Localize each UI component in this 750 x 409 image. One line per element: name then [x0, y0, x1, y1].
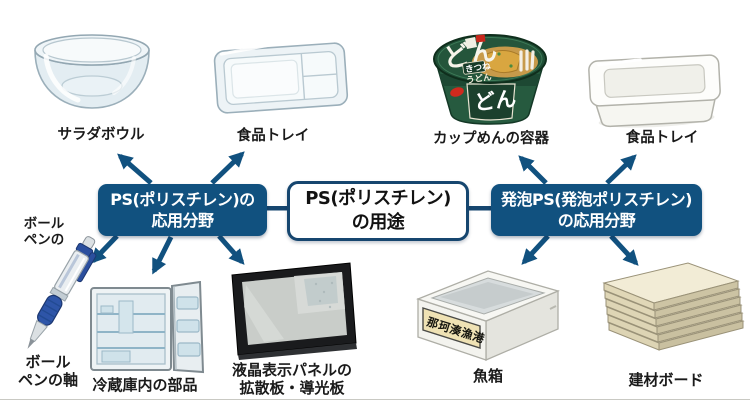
label-pen-top: ボール ペンの — [24, 216, 65, 249]
arrow-to-fish-box — [521, 234, 550, 265]
node-ps-applications-line1: PS(ポリスチレン)の — [110, 189, 255, 209]
arrow-to-fridge — [151, 235, 174, 275]
label-lcd-line1: 液晶表示パネルの — [231, 361, 353, 379]
ballpoint-pen-illustration — [27, 236, 97, 349]
label-building-board: 建材ボード — [628, 371, 704, 389]
refrigerator-illustration — [90, 281, 205, 374]
building-boards-illustration — [602, 262, 745, 351]
arrow-to-salad-bowl — [117, 153, 153, 185]
node-ps-uses-line2: の用途 — [351, 212, 405, 233]
label-pen-line2: ペンの軸 — [17, 371, 79, 390]
salad-bowl-illustration — [34, 34, 150, 109]
bottom-edge-band — [0, 399, 750, 409]
cup-flavor-text-2: うどん — [466, 72, 493, 87]
label-fish-box: 魚箱 — [472, 367, 504, 385]
fish-box-illustration: 那珂湊漁港 — [416, 270, 560, 361]
label-pen-line1: ボール — [25, 353, 71, 371]
clear-food-tray-illustration — [213, 42, 349, 114]
label-pen: ボール ペンの軸 — [18, 353, 78, 390]
cup-flavor-text-1: きつね — [465, 62, 492, 76]
arrow-to-foam-tray — [605, 154, 637, 185]
node-eps-applications: 発泡PS(発泡ポリスチレン) の応用分野 — [491, 184, 702, 236]
label-lcd-panel: 液晶表示パネルの 拡散板・導光板 — [232, 361, 352, 398]
cup-front-brand-text: どん — [473, 87, 517, 115]
node-ps-uses: PS(ポリスチレン) の用途 — [287, 181, 469, 241]
node-ps-applications-line2: 応用分野 — [151, 211, 214, 230]
label-salad-bowl: サラダボウル — [57, 127, 145, 143]
lcd-panel-illustration — [231, 262, 357, 360]
node-ps-applications: PS(ポリスチレン)の 応用分野 — [98, 184, 267, 236]
arrow-to-clear-tray — [210, 151, 245, 185]
label-lcd-line2: 拡散板・導光板 — [239, 379, 345, 398]
label-cup-noodle: カップめんの容器 — [433, 131, 549, 147]
label-pen-top-line2: ペンの — [23, 232, 65, 249]
node-ps-uses-line1: PS(ポリスチレン) — [305, 188, 451, 210]
label-refrigerator: 冷蔵庫内の部品 — [92, 376, 198, 394]
foam-food-tray-illustration — [588, 54, 721, 128]
label-food-tray-foam: 食品トレイ — [625, 130, 699, 146]
cup-noodle-illustration: どん どん きつね うどん — [433, 34, 547, 125]
node-eps-applications-line1: 発泡PS(発泡ポリスチレン) — [501, 189, 692, 209]
node-eps-applications-line2: の応用分野 — [557, 211, 636, 230]
label-pen-top-line1: ボール — [23, 216, 65, 232]
label-food-tray-clear: 食品トレイ — [236, 128, 310, 144]
connector-right — [467, 206, 492, 211]
arrow-to-cup-noodle — [518, 155, 548, 185]
